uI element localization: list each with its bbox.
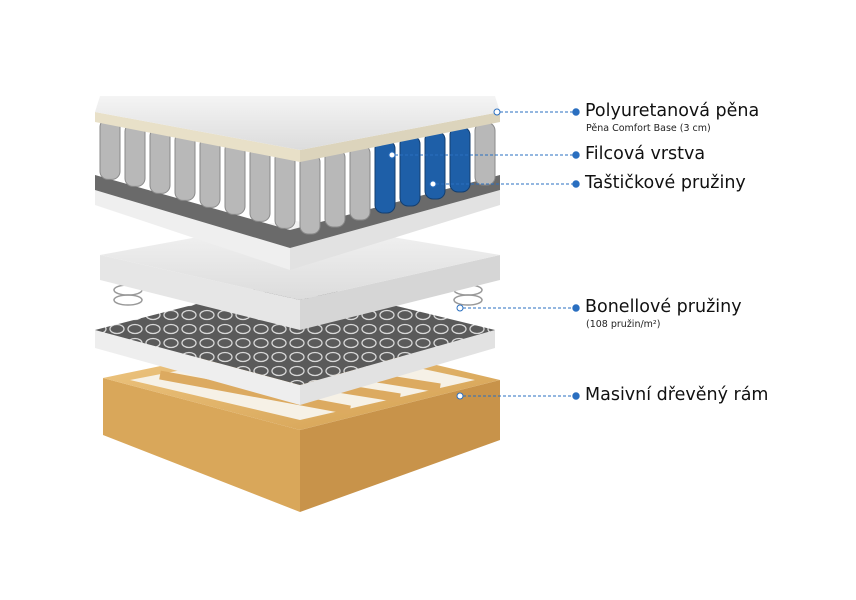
callout-dot-icon	[572, 392, 580, 400]
callout-dot-icon	[572, 108, 580, 116]
callout-anchor-icon	[456, 392, 464, 400]
callout-dot-icon	[572, 180, 580, 188]
pocket-spring	[474, 122, 496, 186]
callout-dot-icon	[572, 151, 580, 159]
callout-anchor-icon	[456, 304, 464, 312]
pocket-spring	[99, 118, 121, 180]
pocket-spring	[224, 140, 246, 215]
pocket-spring	[349, 144, 371, 221]
callout-anchor-icon	[429, 180, 437, 188]
label-polyurethane-foam: Polyuretanová pěna	[585, 101, 760, 121]
blue-pocket-spring	[424, 131, 446, 200]
pocket-spring	[149, 127, 171, 194]
pocket-spring	[299, 153, 321, 235]
pocket-spring	[274, 149, 296, 229]
label-pocket-springs: Taštičkové pružiny	[585, 173, 746, 193]
pocket-spring	[199, 136, 221, 208]
pocket-spring	[174, 131, 196, 201]
callout-dot-icon	[572, 304, 580, 312]
pocket-spring	[324, 149, 346, 228]
callout-anchor-icon	[493, 108, 501, 116]
pocket-springs-layer	[95, 118, 500, 270]
label-felt-layer: Filcová vrstva	[585, 144, 706, 164]
label-polyurethane-foam-subtitle: Pěna Comfort Base (3 cm)	[586, 123, 711, 134]
blue-pocket-spring	[374, 140, 396, 214]
label-bonnell-springs-subtitle: (108 pružin/m²)	[586, 319, 661, 330]
top-foam-layer	[95, 96, 500, 162]
label-wooden-frame: Masivní dřevěný rám	[585, 385, 769, 405]
pocket-spring	[124, 122, 146, 187]
label-bonnell-springs: Bonellové pružiny	[585, 297, 742, 317]
blue-pocket-spring	[399, 135, 421, 207]
callout-anchor-icon	[388, 151, 396, 159]
pocket-spring	[249, 145, 271, 222]
blue-pocket-spring	[449, 126, 471, 193]
